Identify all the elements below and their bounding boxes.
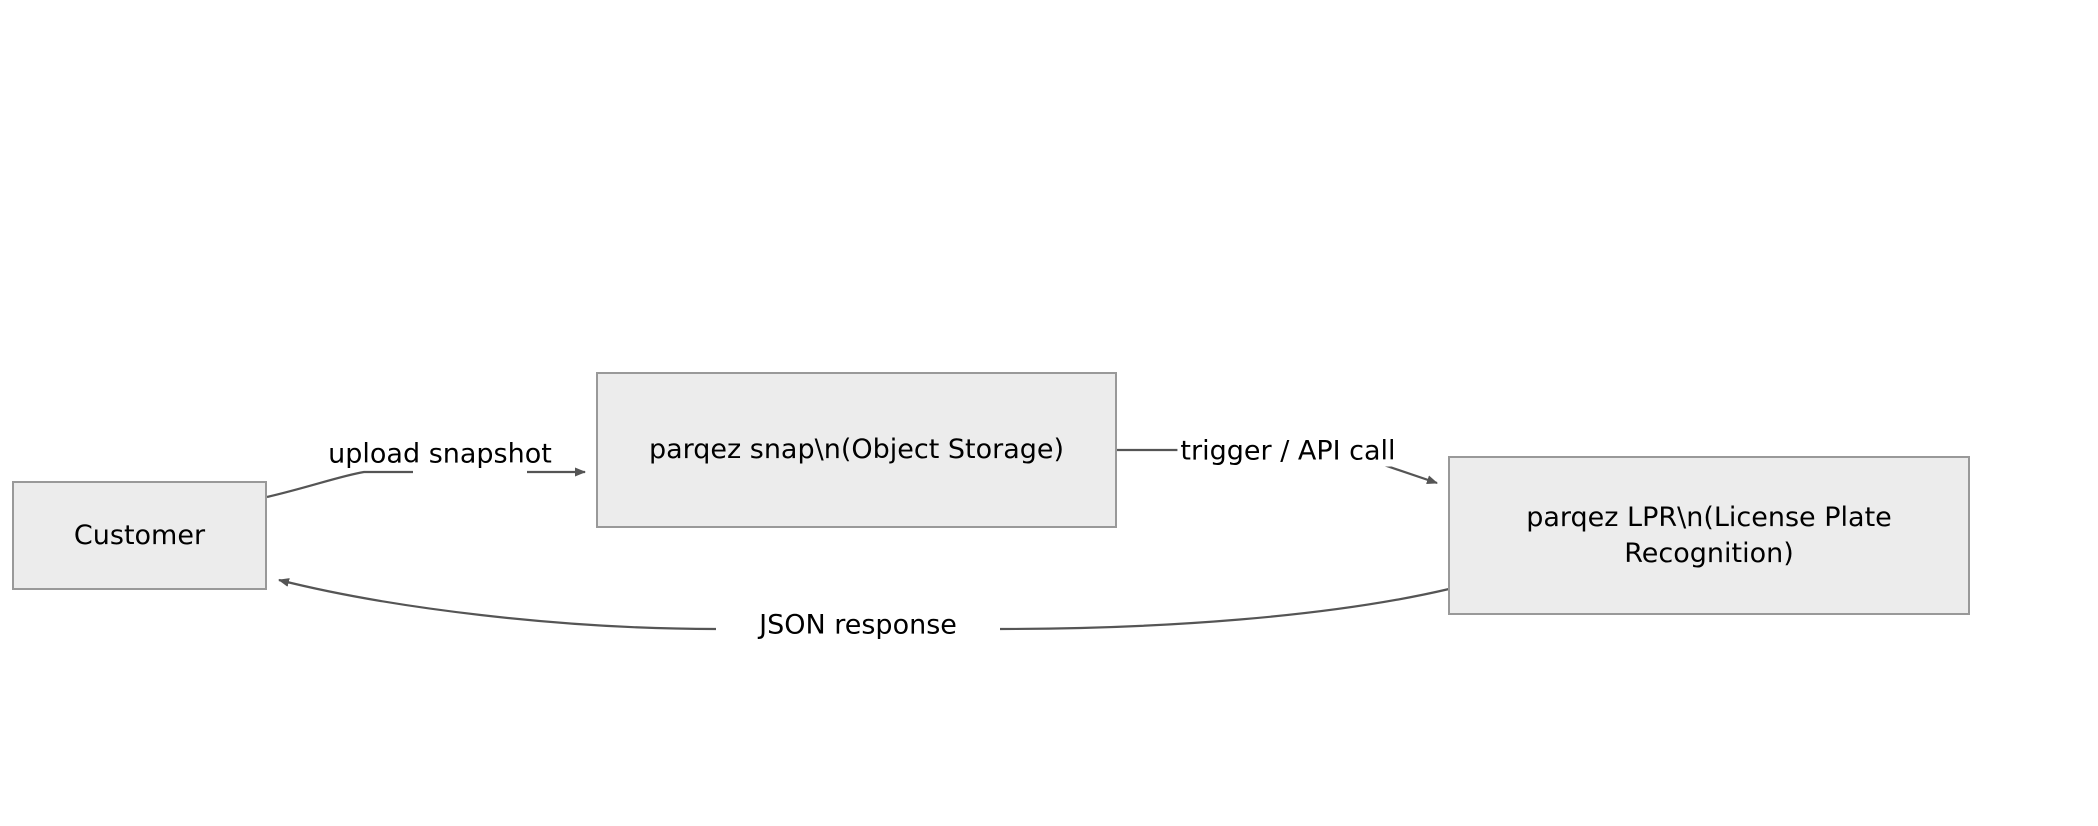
edge-path-json-tail [278,578,717,631]
node-customer-label: Customer [73,519,206,551]
edge-label-trigger-api-call: trigger / API call [1177,435,1399,467]
node-parqez-lpr[interactable]: parqez LPR\n(License Plate Recognition) [1448,456,1970,615]
node-parqez-lpr-label: parqez LPR\n(License Plate Recognition) [1526,501,1892,569]
node-parqez-snap-label: parqez snap\n(Object Storage) [648,434,1065,466]
edge-label-upload-snapshot: upload snapshot [325,438,555,470]
node-parqez-snap[interactable]: parqez snap\n(Object Storage) [596,372,1117,528]
edge-path-upload [266,470,413,499]
edge-label-json-response: JSON response [756,609,960,641]
edge-path-json [999,587,1450,631]
node-customer[interactable]: Customer [12,481,267,590]
